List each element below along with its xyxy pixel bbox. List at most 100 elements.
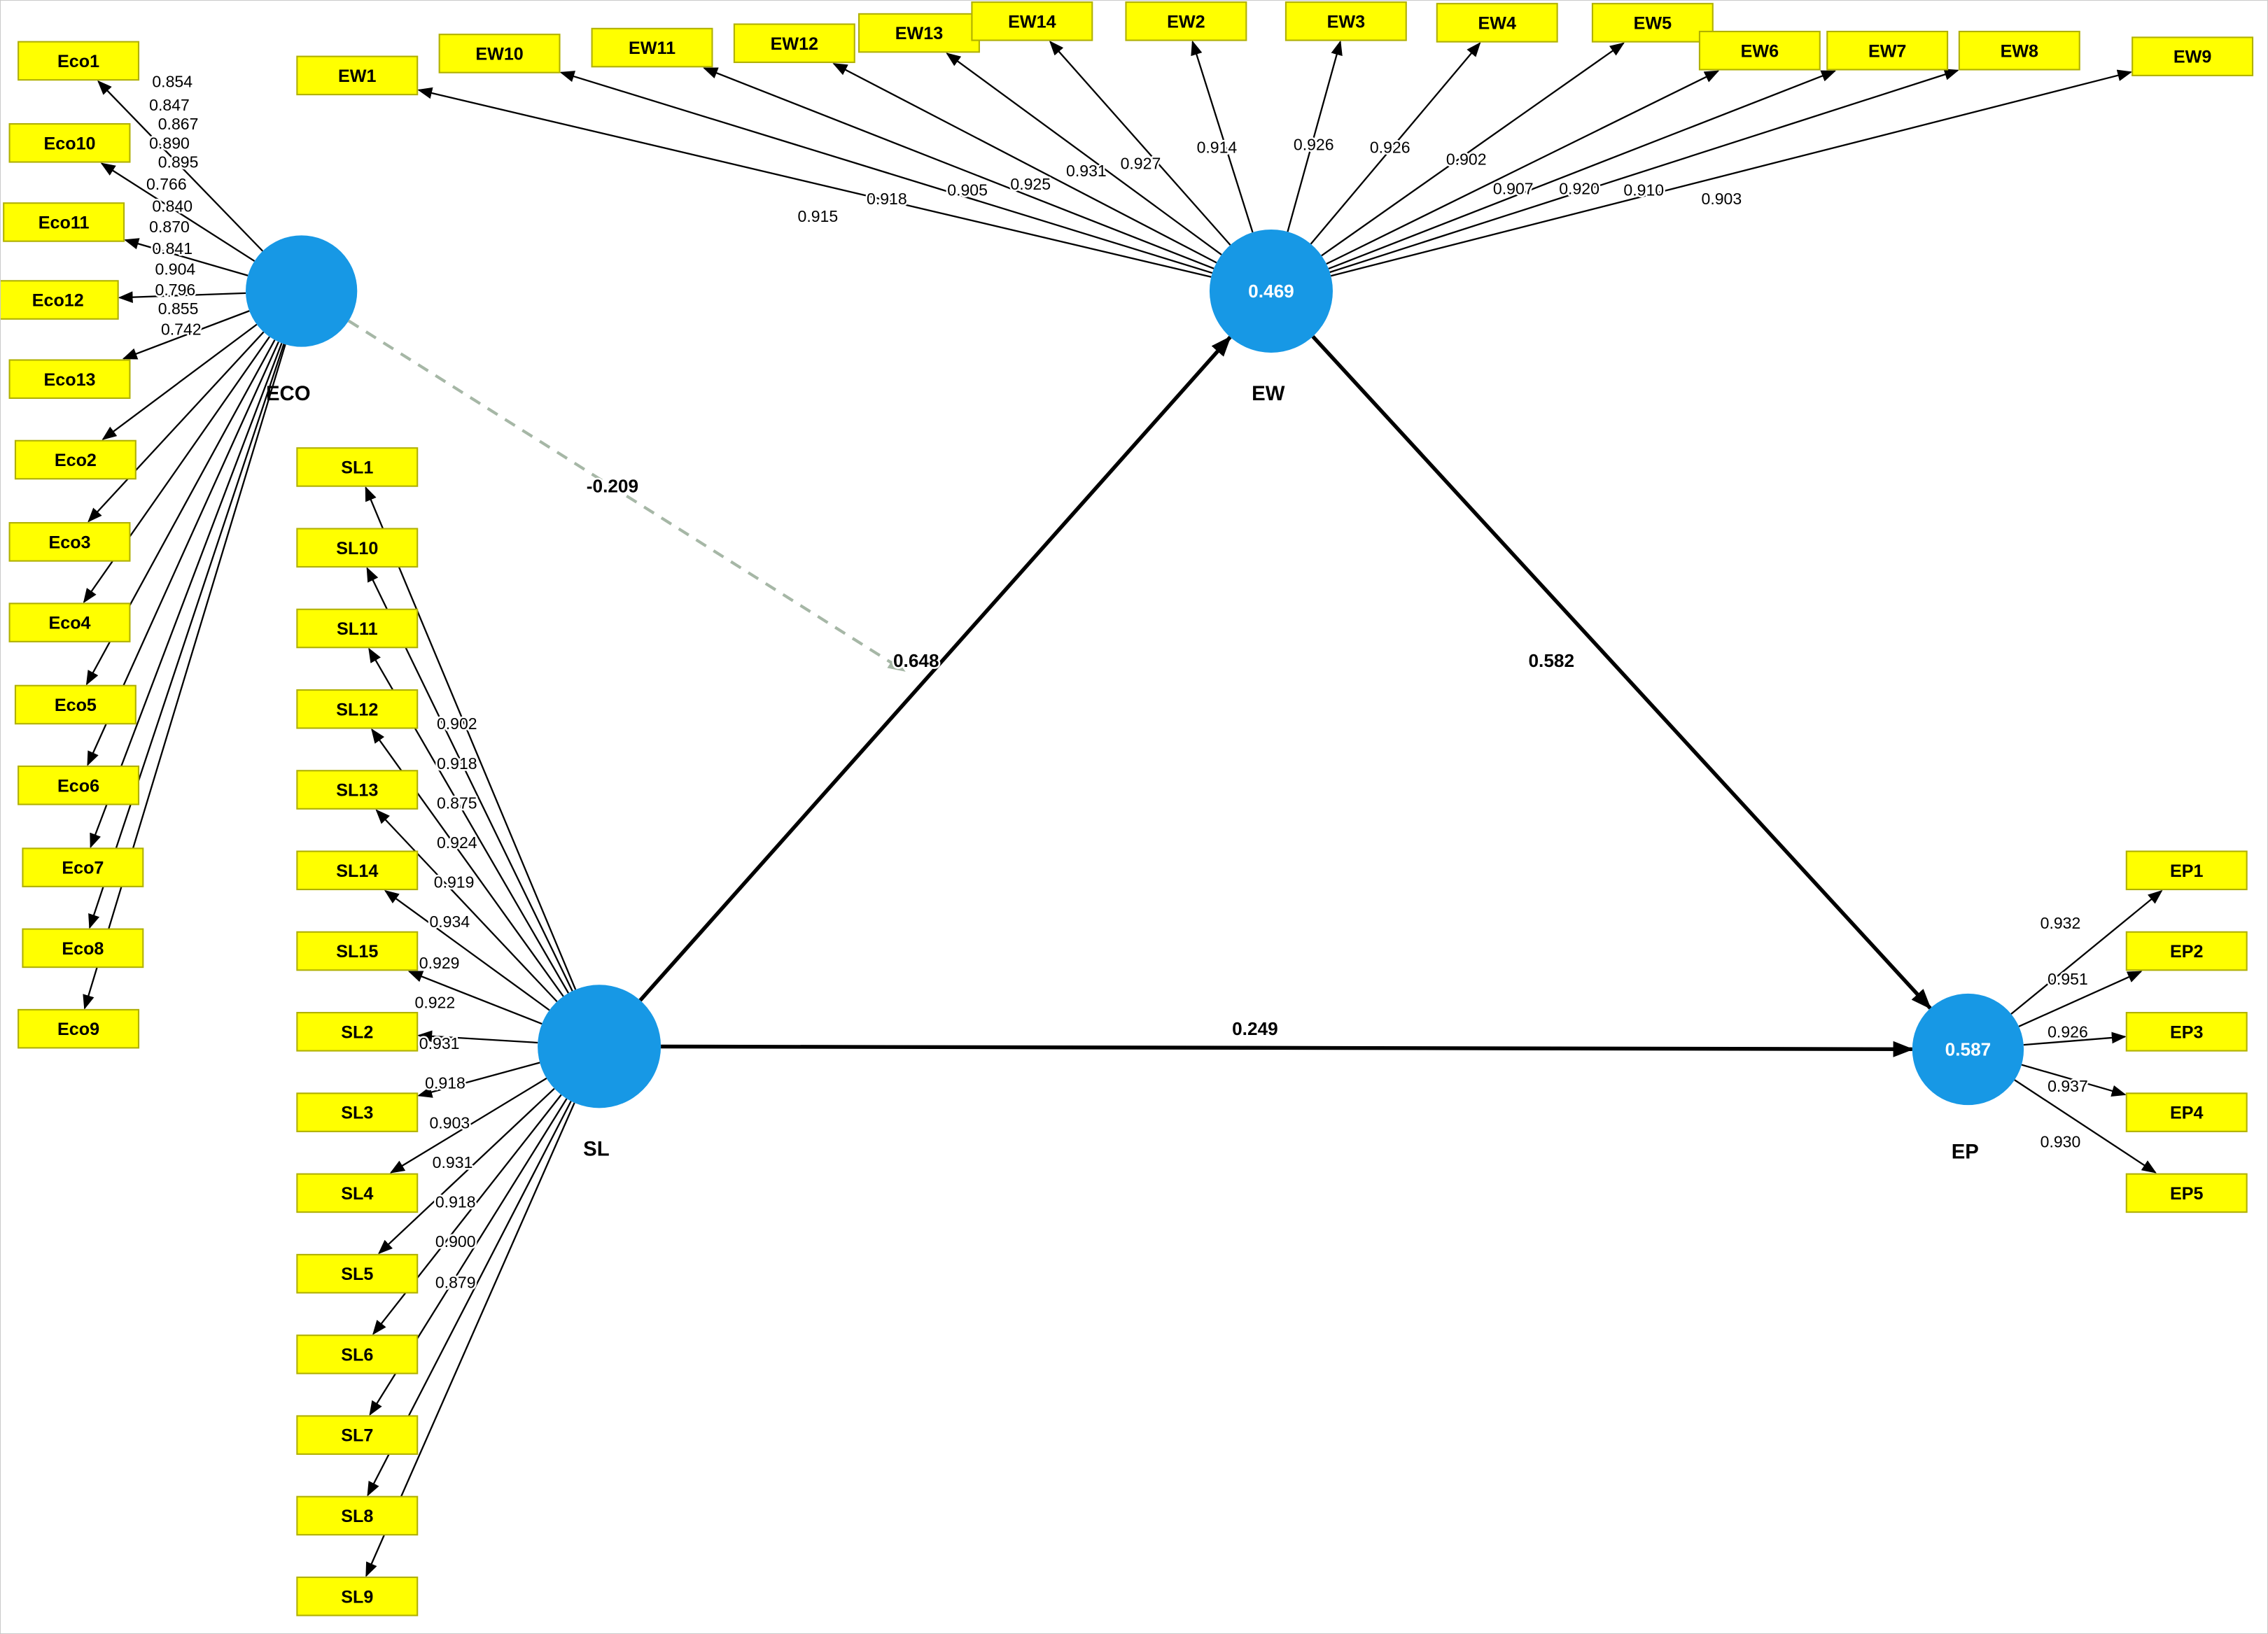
loading-arrow-EW8 bbox=[1329, 69, 1959, 274]
loading-value-Eco4: 0.870 bbox=[149, 218, 190, 236]
indicator-label-EW14: EW14 bbox=[1008, 12, 1056, 31]
indicator-Eco11[interactable] bbox=[3, 202, 125, 242]
indicator-Eco3[interactable] bbox=[8, 522, 131, 562]
loading-value-SL7: 0.918 bbox=[435, 1192, 476, 1211]
indicator-label-Eco7: Eco7 bbox=[62, 859, 104, 878]
loading-arrow-EW5 bbox=[1321, 42, 1625, 257]
indicator-EW9[interactable] bbox=[2132, 36, 2254, 76]
indicator-EW4[interactable] bbox=[1436, 3, 1558, 43]
indicator-EP2[interactable] bbox=[2125, 931, 2248, 971]
indicator-EW6[interactable] bbox=[1698, 30, 1821, 71]
indicator-EP5[interactable] bbox=[2125, 1173, 2248, 1213]
indicator-SL1[interactable] bbox=[296, 447, 419, 487]
indicator-EW3[interactable] bbox=[1284, 1, 1407, 41]
indicator-label-EP5: EP5 bbox=[2170, 1184, 2204, 1204]
indicator-EW12[interactable] bbox=[733, 23, 855, 64]
indicator-label-Eco11: Eco11 bbox=[38, 213, 90, 233]
indicator-SL12[interactable] bbox=[296, 689, 419, 729]
indicator-Eco6[interactable] bbox=[18, 765, 140, 805]
loading-arrow-Eco3 bbox=[88, 331, 265, 523]
loading-value-EW9: 0.903 bbox=[1702, 190, 1742, 208]
indicator-Eco1[interactable] bbox=[18, 41, 140, 81]
loading-arrow-EW10 bbox=[559, 71, 1213, 274]
loading-arrow-EW11 bbox=[703, 67, 1214, 269]
indicator-label-SL3: SL3 bbox=[341, 1104, 373, 1123]
indicator-label-SL2: SL2 bbox=[341, 1022, 373, 1042]
indicator-EW2[interactable] bbox=[1125, 1, 1247, 41]
construct-ECO[interactable] bbox=[246, 235, 358, 347]
indicator-label-EW6: EW6 bbox=[1741, 41, 1779, 61]
construct-label-SL: SL bbox=[583, 1138, 610, 1161]
construct-nodes-layer bbox=[246, 229, 2024, 1108]
indicator-EP3[interactable] bbox=[2125, 1012, 2248, 1052]
indicator-label-EW9: EW9 bbox=[2174, 48, 2211, 67]
path-SL-EP[interactable] bbox=[661, 1041, 1914, 1057]
loading-arrow-EP5 bbox=[2014, 1079, 2157, 1174]
indicator-Eco2[interactable] bbox=[14, 439, 136, 480]
loading-arrow-EW9 bbox=[1330, 69, 2133, 277]
indicator-SL7[interactable] bbox=[296, 1415, 419, 1455]
indicator-SL14[interactable] bbox=[296, 850, 419, 891]
loading-arrow-EW6 bbox=[1326, 70, 1720, 265]
indicator-SL10[interactable] bbox=[296, 528, 419, 568]
indicator-SL9[interactable] bbox=[296, 1576, 419, 1617]
indicator-EW5[interactable] bbox=[1591, 3, 1714, 43]
loading-value-EP1: 0.932 bbox=[2040, 914, 2081, 932]
path-ECO-moderation[interactable] bbox=[347, 319, 906, 672]
construct-EP[interactable] bbox=[1912, 993, 2024, 1106]
construct-EW[interactable] bbox=[1209, 229, 1333, 353]
indicator-label-Eco5: Eco5 bbox=[55, 696, 97, 715]
indicator-Eco5[interactable] bbox=[14, 684, 136, 725]
indicator-Eco4[interactable] bbox=[8, 603, 131, 642]
indicator-EW11[interactable] bbox=[591, 27, 713, 68]
loading-arrow-Eco12 bbox=[118, 291, 246, 304]
loading-value-Eco9: 0.742 bbox=[161, 320, 202, 338]
indicator-SL2[interactable] bbox=[296, 1012, 419, 1052]
indicator-Eco8[interactable] bbox=[22, 928, 144, 969]
indicator-SL11[interactable] bbox=[296, 608, 419, 649]
indicator-label-SL9: SL9 bbox=[341, 1587, 373, 1607]
indicator-EP4[interactable] bbox=[2125, 1092, 2248, 1132]
loading-arrow-EP2 bbox=[2018, 971, 2143, 1027]
loading-arrow-SL1 bbox=[365, 486, 577, 990]
indicator-EW14[interactable] bbox=[971, 1, 1093, 41]
loading-value-EP2: 0.951 bbox=[2047, 970, 2088, 988]
loading-value-EW3: 0.926 bbox=[1294, 135, 1334, 153]
indicator-Eco12[interactable] bbox=[1, 280, 119, 320]
indicator-EW8[interactable] bbox=[1958, 30, 2080, 71]
indicator-Eco7[interactable] bbox=[22, 847, 144, 887]
indicator-Eco10[interactable] bbox=[8, 122, 131, 163]
indicator-Eco13[interactable] bbox=[8, 359, 131, 400]
loading-value-SL10: 0.918 bbox=[437, 754, 477, 773]
indicator-EW10[interactable] bbox=[438, 34, 561, 73]
indicator-label-EW10: EW10 bbox=[475, 44, 523, 64]
loading-value-EW11: 0.905 bbox=[947, 181, 988, 199]
indicator-SL13[interactable] bbox=[296, 770, 419, 810]
indicator-Eco9[interactable] bbox=[18, 1008, 140, 1049]
indicator-EW1[interactable] bbox=[296, 55, 419, 96]
loading-arrow-EW1 bbox=[417, 87, 1212, 278]
indicator-SL3[interactable] bbox=[296, 1092, 419, 1132]
indicator-SL15[interactable] bbox=[296, 931, 419, 971]
indicator-label-Eco9: Eco9 bbox=[57, 1020, 99, 1039]
indicator-SL5[interactable] bbox=[296, 1253, 419, 1294]
indicator-EW7[interactable] bbox=[1826, 30, 1949, 71]
path-SL-EW[interactable] bbox=[638, 335, 1232, 1002]
loading-arrow-Eco8 bbox=[88, 344, 285, 929]
loading-arrow-EW12 bbox=[832, 63, 1217, 264]
indicator-SL8[interactable] bbox=[296, 1495, 419, 1536]
indicator-SL6[interactable] bbox=[296, 1334, 419, 1374]
loading-arrow-EW7 bbox=[1328, 70, 1836, 270]
loading-arrow-Eco10 bbox=[100, 162, 255, 262]
indicator-label-Eco2: Eco2 bbox=[55, 451, 97, 470]
loading-value-SL4: 0.918 bbox=[425, 1074, 465, 1092]
loading-value-SL9: 0.879 bbox=[435, 1274, 476, 1292]
indicator-SL4[interactable] bbox=[296, 1173, 419, 1213]
path-EW-EP[interactable] bbox=[1311, 334, 1932, 1010]
indicator-EP1[interactable] bbox=[2125, 850, 2248, 891]
indicator-label-Eco12: Eco12 bbox=[32, 291, 84, 311]
indicator-EW13[interactable] bbox=[858, 13, 980, 53]
indicator-label-EW7: EW7 bbox=[1868, 41, 1906, 61]
construct-SL[interactable] bbox=[538, 985, 662, 1108]
